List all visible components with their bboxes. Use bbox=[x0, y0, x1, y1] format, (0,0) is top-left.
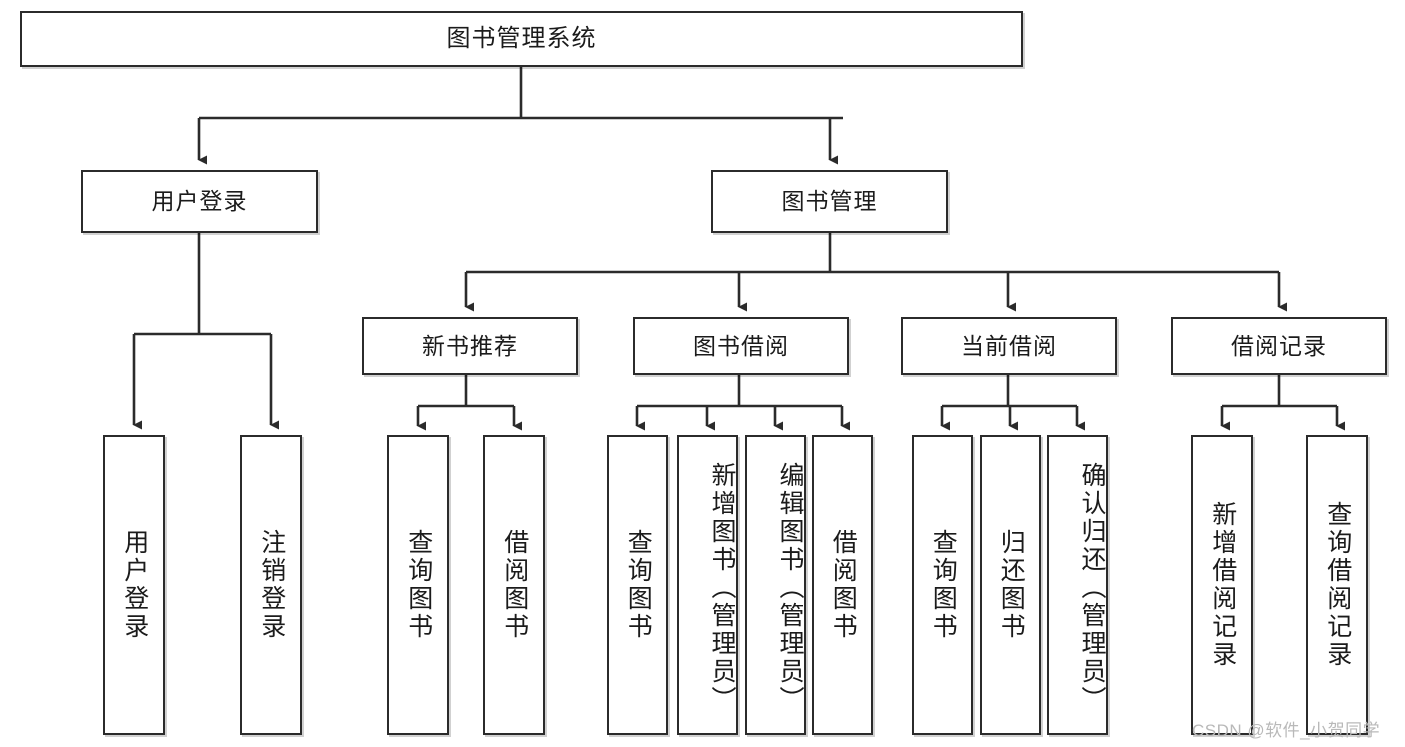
node-current-borrow[interactable]: 当前借阅 bbox=[901, 317, 1117, 375]
node-leaf-confirm-return[interactable]: 确认归还（管理员） bbox=[1047, 435, 1108, 735]
node-new-book-recommend[interactable]: 新书推荐 bbox=[362, 317, 578, 375]
node-user-login[interactable]: 用户登录 bbox=[81, 170, 318, 233]
node-leaf-query-book-3[interactable]: 查询图书 bbox=[912, 435, 973, 735]
node-leaf-user-logout[interactable]: 注销登录 bbox=[240, 435, 302, 735]
node-leaf-add-book[interactable]: 新增图书（管理员） bbox=[677, 435, 738, 735]
node-leaf-borrow-book-1[interactable]: 借阅图书 bbox=[483, 435, 545, 735]
node-leaf-query-book-1[interactable]: 查询图书 bbox=[387, 435, 449, 735]
node-leaf-return-book[interactable]: 归还图书 bbox=[980, 435, 1041, 735]
node-leaf-borrow-book-2[interactable]: 借阅图书 bbox=[812, 435, 873, 735]
node-root[interactable]: 图书管理系统 bbox=[20, 11, 1023, 67]
node-book-borrow[interactable]: 图书借阅 bbox=[633, 317, 849, 375]
csdn-watermark: CSDN @软件_小贺同学 bbox=[1192, 721, 1381, 740]
node-book-manage[interactable]: 图书管理 bbox=[711, 170, 948, 233]
node-leaf-user-login[interactable]: 用户登录 bbox=[103, 435, 165, 735]
node-leaf-query-record[interactable]: 查询借阅记录 bbox=[1306, 435, 1368, 735]
node-leaf-edit-book[interactable]: 编辑图书（管理员） bbox=[745, 435, 806, 735]
node-leaf-add-record[interactable]: 新增借阅记录 bbox=[1191, 435, 1253, 735]
node-leaf-query-book-2[interactable]: 查询图书 bbox=[607, 435, 668, 735]
node-borrow-record[interactable]: 借阅记录 bbox=[1171, 317, 1387, 375]
